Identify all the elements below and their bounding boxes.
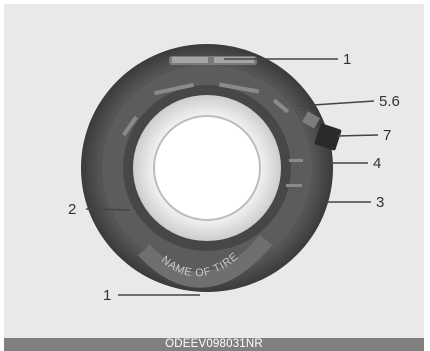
leader-line-7 [337, 135, 378, 136]
callout-4: 4 [373, 155, 381, 172]
callout-1-bottom: 1 [103, 287, 111, 304]
rim-center [154, 116, 260, 220]
callout-2: 2 [68, 201, 76, 218]
sidewall-marking [289, 159, 303, 162]
callout-5-6: 5.6 [379, 93, 400, 110]
sidewall-marking [214, 57, 254, 63]
figure-caption: ODEEV098031NR [4, 338, 424, 351]
callout-1-top: 1 [343, 51, 351, 68]
callout-7: 7 [383, 127, 391, 144]
leader-line-2 [86, 209, 130, 210]
tire-diagram: NAME OF TIRE 1 5.6 7 4 3 2 1 [4, 4, 424, 338]
diagram-frame: NAME OF TIRE 1 5.6 7 4 3 2 1 [4, 4, 424, 338]
sidewall-marking [286, 184, 302, 187]
callout-3: 3 [376, 194, 384, 211]
sidewall-marking [172, 57, 208, 63]
